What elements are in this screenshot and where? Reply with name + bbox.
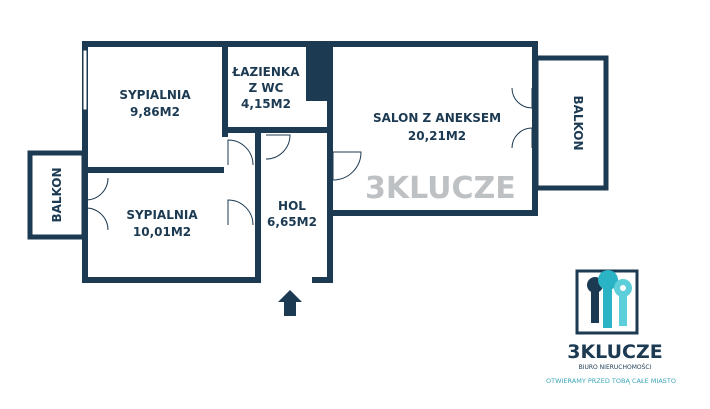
bedroom1-area: 9,86M2 xyxy=(130,105,180,119)
logo: 3KLUCZE BIURO NIERUCHOMOŚCI OTWIERAMY PR… xyxy=(546,269,676,385)
bedroom1-name: SYPIALNIA xyxy=(119,88,191,102)
bathroom-name-2: Z WC xyxy=(249,81,284,95)
bedroom2-area: 10,01M2 xyxy=(133,225,191,239)
bathroom-name-1: ŁAZIENKA xyxy=(232,65,301,79)
logo-brand: 3KLUCZE xyxy=(567,341,663,363)
watermark: 3KLUCZE xyxy=(365,171,516,206)
hall-area: 6,65M2 xyxy=(267,215,317,229)
logo-slogan: OTWIERAMY PRZED TOBĄ CAŁE MIASTO xyxy=(546,377,676,385)
living-name: SALON Z ANEKSEM xyxy=(373,111,501,125)
living-area: 20,21M2 xyxy=(408,129,466,143)
bathroom-area: 4,15M2 xyxy=(241,97,291,111)
hall-name: HOL xyxy=(278,199,306,213)
balcony-right-label: BALKON xyxy=(571,95,585,150)
walls xyxy=(27,41,609,283)
doors xyxy=(85,87,533,231)
keys-icon xyxy=(587,270,632,328)
entrance-arrow-icon xyxy=(278,290,302,316)
balcony-left-label: BALKON xyxy=(50,167,64,222)
logo-subtitle: BIURO NIERUCHOMOŚCI xyxy=(579,364,652,371)
bedroom2-name: SYPIALNIA xyxy=(126,208,198,222)
